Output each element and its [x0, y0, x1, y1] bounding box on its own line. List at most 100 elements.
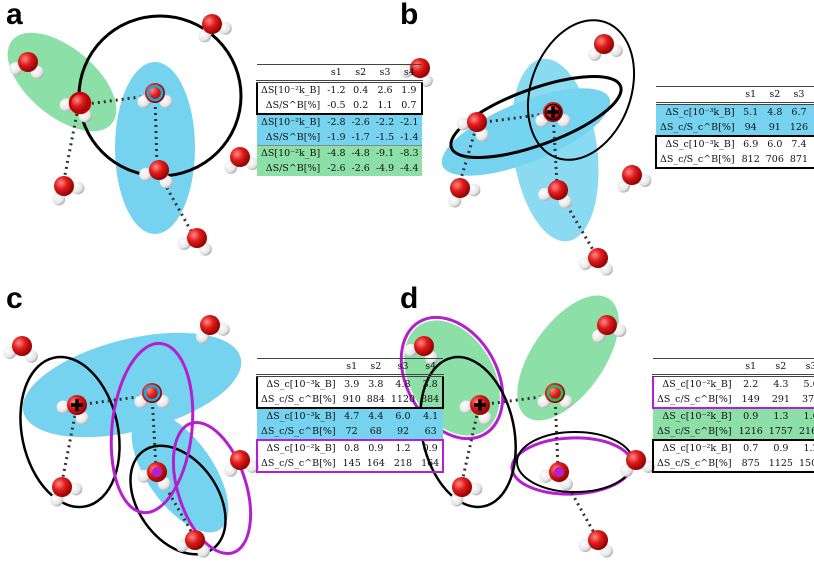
table-row: ΔS_c/S_c^B[%]1216175721621622 — [653, 424, 814, 440]
cell-s4: -1.4 — [397, 130, 422, 146]
cell-s1: 6.9 — [738, 135, 763, 152]
cell-s1: 0.7 — [735, 439, 766, 456]
cell-s2: 1757 — [765, 424, 796, 440]
panel-letter-b: b — [400, 0, 419, 31]
cell-s1: 4.7 — [339, 407, 364, 424]
water-molecule — [50, 477, 83, 507]
table-row: ΔS_c[10⁻²k_B]0.70.91.20.9 — [652, 439, 814, 456]
row-label: ΔS_c[10⁻²k_B] — [652, 439, 736, 456]
row-label: ΔS_c/S_c^B[%] — [652, 456, 736, 473]
cell-s1: 0.8 — [339, 439, 364, 456]
cell-s3: 6.0 — [387, 407, 419, 424]
table-header-row: s1 s2 s3 s4 — [257, 358, 444, 377]
cell-s3: -1.5 — [372, 130, 398, 146]
water-molecule — [538, 180, 572, 209]
cell-s4: 884 — [418, 392, 445, 409]
row-label: ΔS_c/S_c^B[%] — [256, 392, 340, 409]
row-label: ΔS_c[10⁻²k_B] — [653, 407, 736, 424]
row-label: ΔS_c[10⁻²k_B] — [652, 374, 736, 392]
row-label: ΔS_c/S_c^B[%] — [653, 424, 736, 440]
cell-s3: 126 — [786, 120, 812, 136]
cell-s2: 91 — [762, 120, 787, 136]
header-s4: s4 — [418, 358, 444, 377]
cell-s2: 291 — [765, 392, 796, 409]
cell-s1: 5.1 — [738, 103, 763, 120]
water-molecules — [3, 14, 655, 558]
cell-s2: -4.8 — [348, 145, 373, 161]
cell-s2: -2.6 — [348, 161, 373, 176]
water-molecule — [177, 228, 212, 256]
water-molecule — [56, 395, 89, 425]
table-row: ΔS/S^B[%]-1.9-1.7-1.5-1.4 — [257, 130, 422, 146]
cell-s3: 1.1 — [372, 98, 398, 115]
header-s3: s3 — [372, 64, 398, 83]
cell-s4: 164 — [418, 456, 445, 473]
water-molecule — [537, 383, 573, 409]
magenta-region-right — [171, 420, 253, 556]
row-label: ΔS_c[10⁻³k_B] — [257, 407, 340, 424]
cell-s1: 1216 — [735, 424, 766, 440]
panel-letter-c: c — [6, 282, 23, 315]
black-region-horizontal — [449, 75, 623, 159]
cell-s1: 94 — [738, 120, 763, 136]
row-label: ΔS/S^B[%] — [255, 98, 325, 115]
water-molecule — [59, 91, 92, 123]
row-label: ΔS_c/S_c^B[%] — [257, 424, 340, 440]
cell-s1: 149 — [735, 392, 766, 409]
header-s3: s3 — [786, 86, 812, 105]
header-s4: s4 — [811, 86, 814, 105]
cell-s3: 92 — [387, 424, 419, 440]
row-label: ΔS_c[10⁻²k_B] — [256, 439, 340, 456]
table-panel-b: s1 s2 s3 s4 ΔS_c[10⁻³k_B]5.14.86.75.2ΔS_… — [655, 86, 814, 169]
water-molecule — [578, 248, 613, 276]
cell-s1: 2.2 — [735, 374, 766, 392]
header-s1: s1 — [324, 64, 349, 83]
cell-s2: 4.3 — [765, 374, 796, 392]
cell-s2: 6.0 — [762, 135, 787, 152]
header-s1: s1 — [735, 358, 766, 377]
water-molecule — [448, 178, 481, 208]
table-row: ΔS/S^B[%]-2.6-2.6-4.9-4.4 — [257, 161, 422, 176]
cell-s3: 1.2 — [795, 439, 814, 456]
cell-s2: 4.4 — [363, 407, 388, 424]
header-blank — [257, 358, 340, 377]
header-s2: s2 — [348, 64, 373, 83]
cell-s3: 7.4 — [786, 135, 812, 152]
cell-s3: 378 — [795, 392, 814, 409]
cell-s2: 4.8 — [762, 103, 787, 120]
table-row: ΔS_c[10⁻²k_B]2.24.35.64.1 — [652, 374, 814, 392]
water-molecule — [137, 462, 171, 491]
cell-s1: 72 — [339, 424, 364, 440]
water-molecule — [535, 102, 571, 128]
cell-s4: 5.2 — [811, 103, 814, 120]
header-s1: s1 — [738, 86, 763, 105]
water-molecule — [578, 530, 613, 558]
header-blank — [656, 86, 739, 105]
row-label: ΔS_c[10⁻³k_B] — [655, 135, 739, 152]
cell-s1: -0.5 — [324, 98, 349, 115]
water-molecule — [450, 477, 483, 507]
row-label: ΔS_c/S_c^B[%] — [652, 392, 736, 409]
black-region-upper — [526, 19, 636, 161]
cell-s4: 3.8 — [418, 374, 445, 392]
panel-b-scene — [441, 19, 636, 256]
cell-s2: 0.9 — [363, 439, 388, 456]
header-s2: s2 — [762, 86, 787, 105]
water-molecule — [196, 315, 230, 344]
cell-s2: 68 — [363, 424, 388, 440]
header-s3: s3 — [387, 358, 419, 377]
panel-c-scene — [19, 332, 253, 556]
cell-s1: 3.9 — [339, 374, 364, 392]
cell-s2: 1.3 — [765, 407, 796, 424]
water-molecule — [456, 112, 489, 142]
cell-s3: 2162 — [795, 424, 814, 440]
green-region-right — [517, 295, 619, 421]
cell-s1: -2.8 — [324, 113, 349, 130]
table-header-row: s1 s2 s3 s4 — [653, 358, 814, 377]
cell-s4: 6.1 — [811, 135, 814, 152]
header-s2: s2 — [363, 358, 388, 377]
